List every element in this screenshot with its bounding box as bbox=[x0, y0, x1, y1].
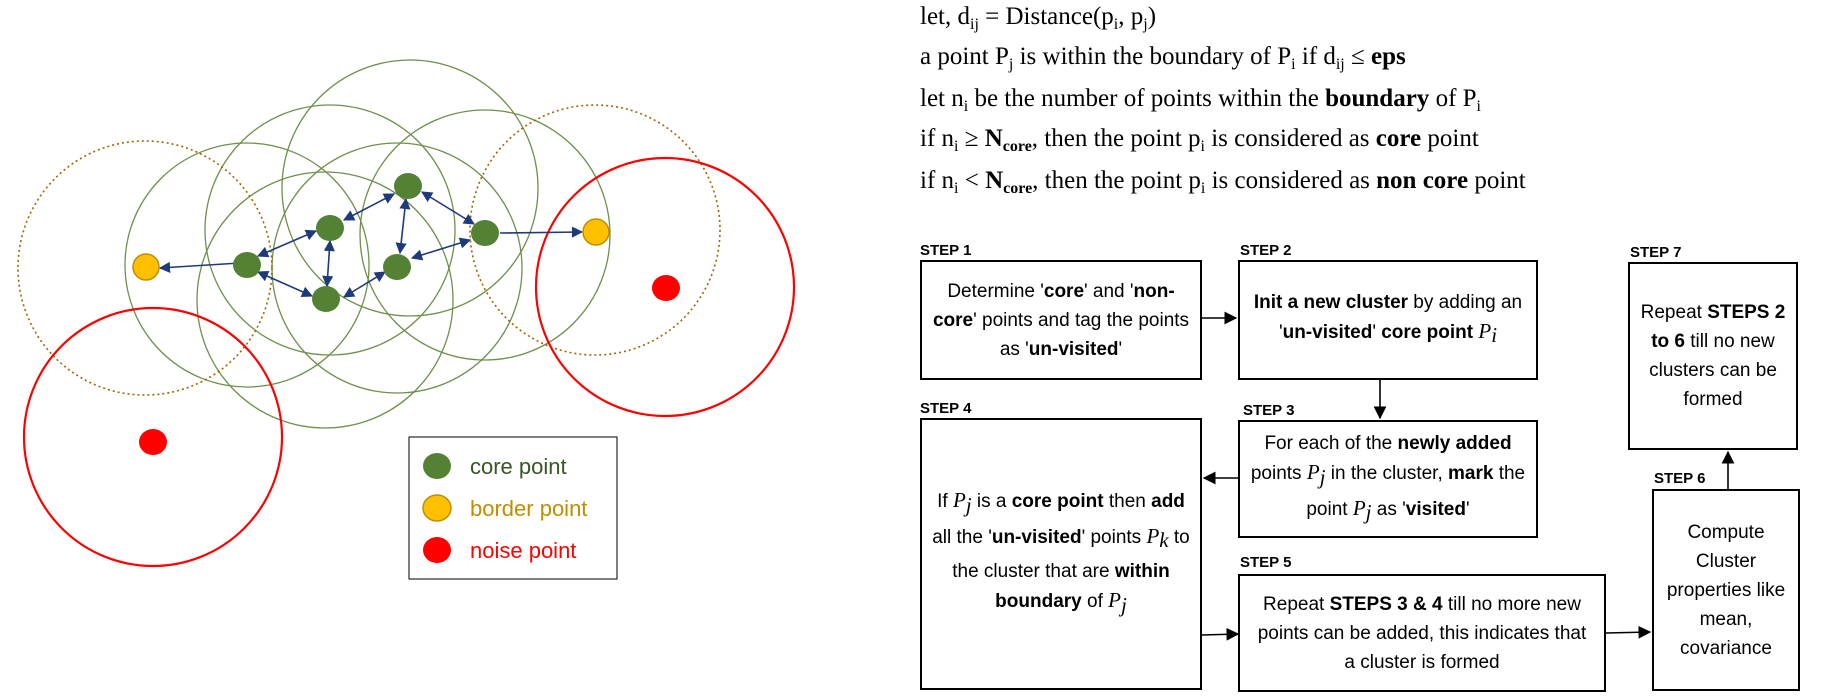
step5-label: STEP 5 bbox=[1240, 554, 1292, 571]
step7-box: Repeat STEPS 2 to 6 till no new clusters… bbox=[1628, 262, 1798, 450]
core-point bbox=[383, 254, 411, 280]
noise-point bbox=[652, 275, 680, 301]
core-point bbox=[312, 286, 340, 312]
reach-arrow bbox=[410, 237, 472, 261]
legend-core-label: core point bbox=[470, 454, 567, 479]
step4-label: STEP 4 bbox=[920, 400, 972, 417]
equation-boundary: a point Pj is within the boundary of Pi … bbox=[920, 43, 1406, 73]
noise-point bbox=[139, 429, 167, 455]
step4-box: If Pj is a core point then add all the '… bbox=[920, 418, 1202, 690]
equation-non-core: if ni < Ncore, then the point pi is cons… bbox=[920, 167, 1526, 197]
core-boundary-circle bbox=[124, 142, 370, 388]
step6-label: STEP 6 bbox=[1654, 470, 1706, 487]
core-point bbox=[394, 173, 422, 199]
noise-boundary-circle bbox=[22, 306, 284, 568]
step3-box: For each of the newly added points Pj in… bbox=[1238, 420, 1538, 538]
step1-label: STEP 1 bbox=[920, 242, 972, 259]
legend-noise-swatch bbox=[423, 537, 451, 563]
reach-arrow bbox=[158, 261, 241, 273]
reach-arrow bbox=[256, 229, 318, 258]
core-point bbox=[316, 215, 344, 241]
legend-noise-label: noise point bbox=[470, 538, 576, 563]
legend-core-swatch bbox=[423, 453, 451, 479]
border-point bbox=[582, 218, 610, 246]
core-boundary-circle bbox=[204, 104, 456, 356]
arrow-step5-step6 bbox=[1605, 625, 1652, 639]
reach-arrow bbox=[343, 193, 395, 221]
step2-label: STEP 2 bbox=[1240, 242, 1292, 259]
legend: core point border point noise point bbox=[408, 436, 618, 580]
step2-box: Init a new cluster by adding an 'un-visi… bbox=[1238, 260, 1538, 380]
core-point bbox=[233, 252, 261, 278]
step3-label: STEP 3 bbox=[1243, 402, 1295, 419]
reach-arrow bbox=[256, 270, 314, 298]
core-boundary-circle bbox=[359, 109, 611, 361]
reach-arrow bbox=[499, 226, 584, 238]
step7-label: STEP 7 bbox=[1630, 244, 1682, 261]
core-boundary-circle bbox=[196, 171, 454, 429]
border-boundary-circle bbox=[17, 140, 273, 396]
step5-box: Repeat STEPS 3 & 4 till no more new poin… bbox=[1238, 574, 1606, 692]
legend-border-swatch bbox=[422, 494, 452, 522]
arrow-step4-step5 bbox=[1201, 627, 1240, 641]
reach-arrow bbox=[343, 271, 386, 298]
step6-box: Compute Cluster properties like mean, co… bbox=[1652, 489, 1800, 691]
border-boundary-circle bbox=[469, 104, 721, 356]
equation-distance: let, dij = Distance(pi, pj) bbox=[920, 3, 1157, 33]
equation-count: let ni be the number of points within th… bbox=[920, 85, 1481, 115]
reach-arrow bbox=[421, 191, 475, 225]
reach-arrow bbox=[395, 197, 411, 255]
reach-arrow bbox=[322, 239, 335, 288]
border-point bbox=[132, 253, 160, 281]
legend-border-label: border point bbox=[470, 496, 587, 521]
core-point bbox=[471, 220, 499, 246]
noise-boundary-circle bbox=[534, 156, 796, 418]
equation-core: if ni ≥ Ncore, then the point pi is cons… bbox=[920, 125, 1479, 155]
step1-box: Determine 'core' and 'non-core' points a… bbox=[920, 260, 1202, 380]
core-boundary-circle bbox=[281, 59, 539, 317]
